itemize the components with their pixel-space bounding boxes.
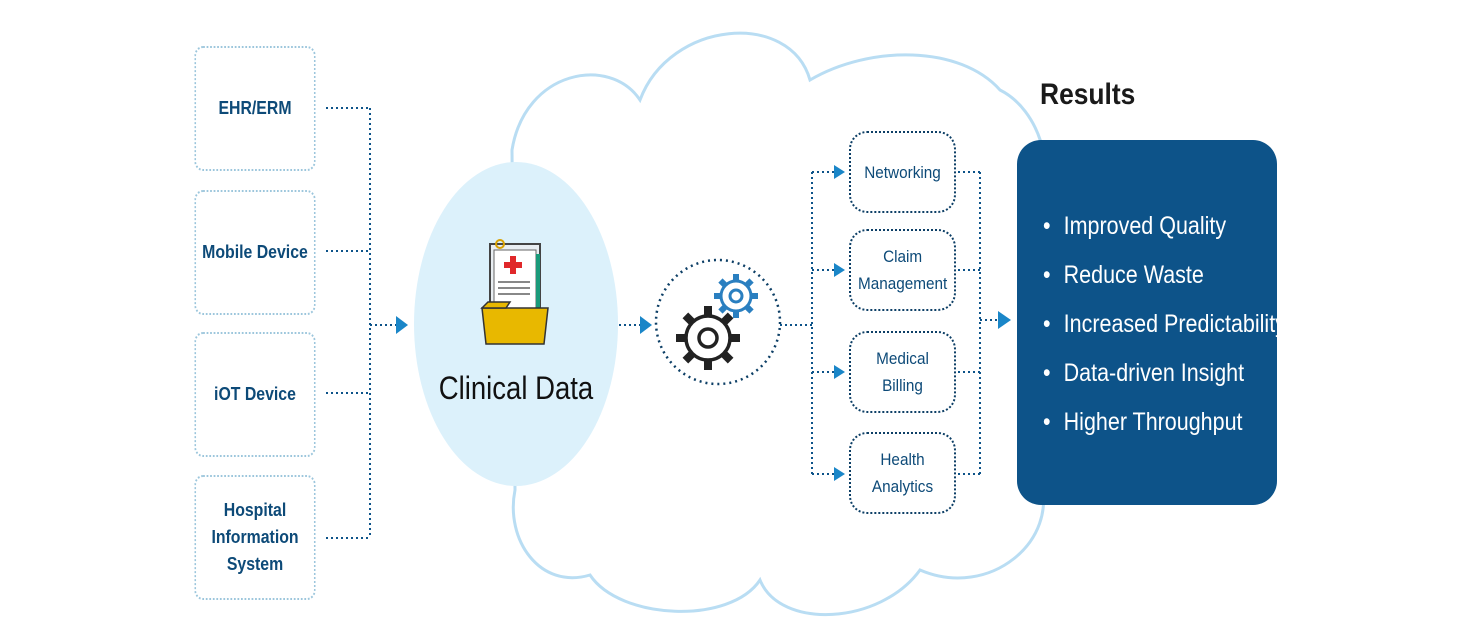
source-ehr-erm: EHR/ERM	[194, 46, 316, 171]
output-label: Medical Billing	[876, 349, 929, 395]
source-iot-device: iOT Device	[194, 332, 316, 457]
bullet-icon: •	[1043, 212, 1051, 240]
source-label: Mobile Device	[202, 242, 308, 262]
result-item: • Higher Throughput	[1043, 398, 1244, 447]
result-item-label: Reduce Waste	[1063, 261, 1204, 289]
large-gear	[676, 306, 740, 370]
clinical-data-label: Clinical Data	[438, 370, 594, 406]
output-label: Health Analytics	[871, 450, 934, 496]
source-label: Hospital Information System	[211, 500, 299, 574]
results-list: • Improved Quality • Reduce Waste • Increas…	[1043, 202, 1286, 447]
arrow-to-billing	[834, 365, 845, 379]
result-item: • Improved Quality	[1043, 202, 1244, 251]
output-medical-billing: Medical Billing	[849, 331, 956, 413]
result-item: • Data-driven Insight	[1043, 349, 1244, 398]
bullet-icon: •	[1043, 310, 1051, 338]
arrow-to-clinical	[396, 316, 408, 334]
small-gear	[714, 274, 758, 318]
result-item: • Reduce Waste	[1043, 251, 1244, 300]
output-label: Networking	[864, 162, 941, 182]
source-hospital-information-system: Hospital Information System	[194, 475, 316, 600]
bullet-icon: •	[1043, 261, 1051, 289]
source-mobile-device: Mobile Device	[194, 190, 316, 315]
output-health-analytics: Health Analytics	[849, 432, 956, 514]
arrow-to-process	[640, 316, 652, 334]
output-label: Claim Management	[857, 247, 948, 293]
result-item: • Increased Predictability	[1043, 300, 1286, 349]
bullet-icon: •	[1043, 359, 1051, 387]
result-item-label: Data-driven Insight	[1063, 359, 1245, 387]
arrow-to-results	[998, 311, 1011, 329]
output-claim-management: Claim Management	[849, 229, 956, 311]
clipboard-folder-medical-icon	[480, 239, 549, 345]
results-panel: • Improved Quality • Reduce Waste • Increas…	[1017, 140, 1286, 505]
result-item-label: Improved Quality	[1063, 212, 1227, 240]
arrow-to-analytics	[834, 467, 845, 481]
source-label: EHR/ERM	[218, 98, 292, 118]
results-title: Results	[1040, 78, 1136, 111]
result-item-label: Increased Predictability	[1063, 310, 1286, 338]
source-label: iOT Device	[214, 384, 296, 404]
result-item-label: Higher Throughput	[1063, 408, 1243, 436]
bullet-icon: •	[1043, 408, 1051, 436]
arrow-to-claim	[834, 263, 845, 277]
arrow-to-networking	[834, 165, 845, 179]
output-networking: Networking	[849, 131, 956, 213]
